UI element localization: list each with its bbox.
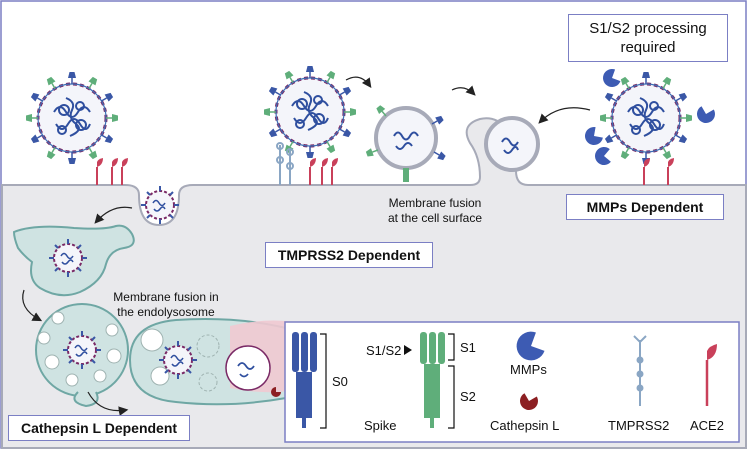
legend-cathepsin-label: Cathepsin L [490,418,560,433]
mmps-dependent-box: MMPs Dependent [566,194,724,220]
tmprss2-receptors [276,142,294,185]
legend-s2-label: S2 [460,389,476,404]
surface-fusion-label: Membrane fusion at the cell surface [387,196,483,225]
legend-s1s2-label: S1/S2 [366,343,402,358]
virion-fusing [364,103,448,182]
legend-s1-label: S1 [460,340,476,355]
legend-tmprss2-label: TMPRSS2 [608,418,670,433]
legend-cathepsin-icon [520,393,538,410]
legend-mmps-label: MMPs [510,362,547,377]
legend-ace2-label: ACE2 [690,418,724,433]
legend-spike-s1s2 [404,332,455,429]
endolysosome-fusion-label: Membrane fusion in the endolysosome [113,290,219,319]
s1s2-processing-box: S1/S2 processing required [568,14,728,62]
legend-spike-label: Spike [364,418,397,433]
legend-panel [284,321,740,443]
legend-ace2-icon [705,344,717,406]
tmprss2-dependent-box: TMPRSS2 Dependent [265,242,433,268]
virion-membrane-bulge [484,116,540,172]
legend-spike-s0 [292,332,327,429]
legend-tmprss2-icon [633,335,647,406]
legend-s0-label: S0 [332,374,348,389]
cathepsin-dependent-box: Cathepsin L Dependent [8,415,190,441]
